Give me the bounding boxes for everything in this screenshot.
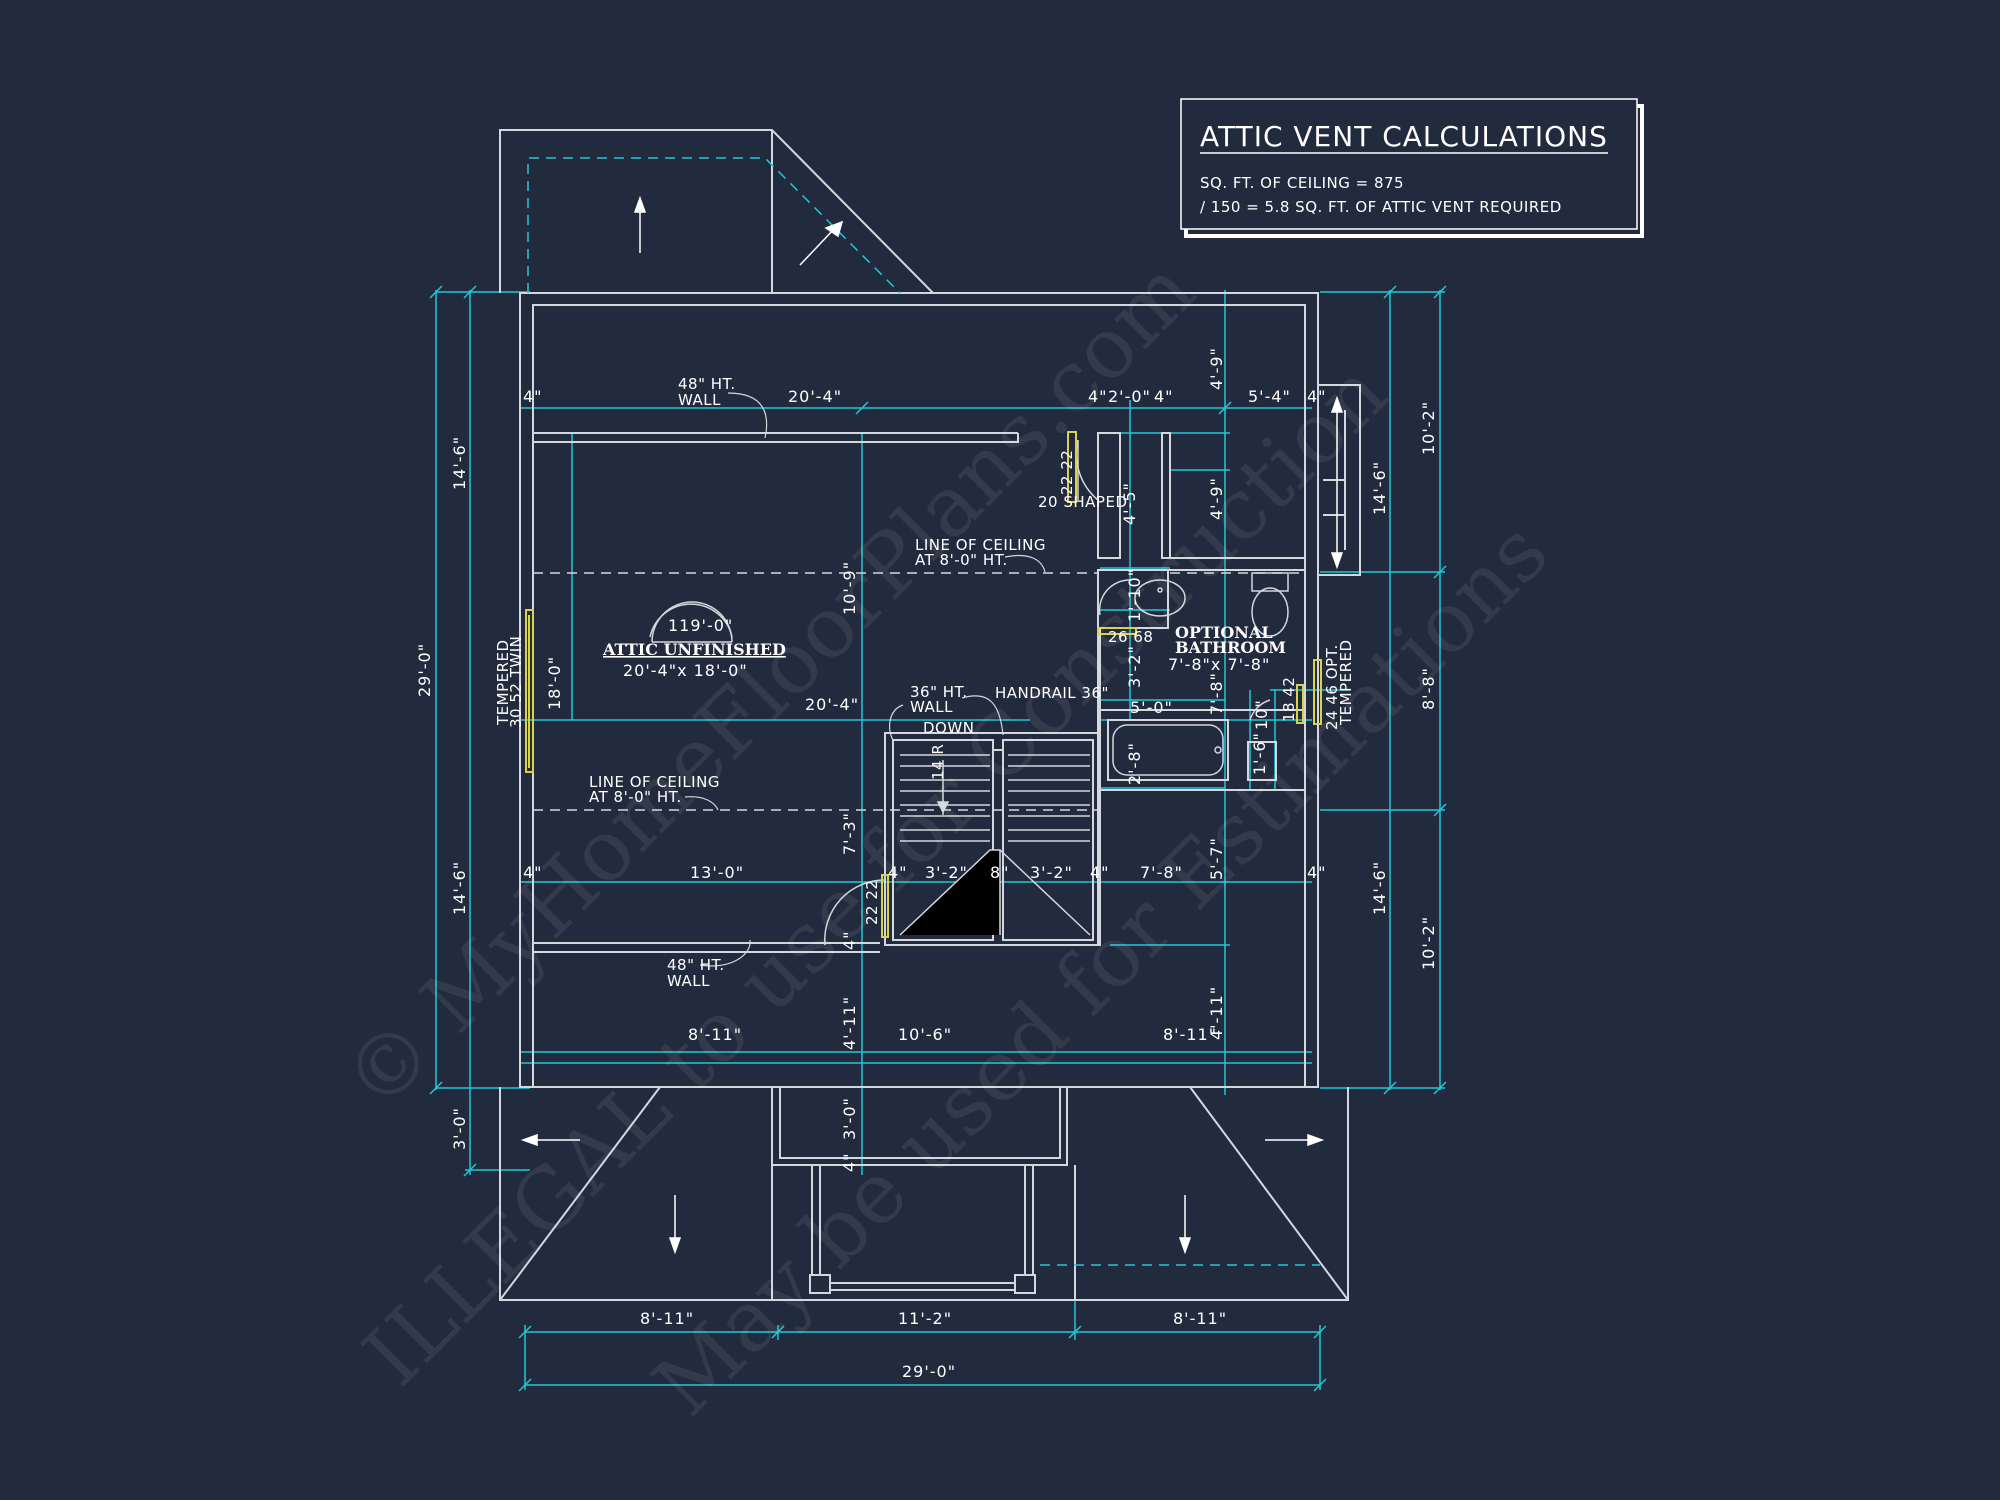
- dim-attic-7-3: 7'-3": [840, 812, 859, 855]
- dim-low-8-11a: 8'-11": [688, 1025, 742, 1044]
- vent-box-title: ATTIC VENT CALCULATIONS: [1200, 120, 1608, 153]
- dim-bot-29-0: 29'-0": [902, 1362, 956, 1381]
- dashed-lines: [533, 572, 1305, 811]
- note-window-right-1: 24 46 OPT.: [1323, 644, 1341, 730]
- bath-room-name-1: OPTIONAL: [1175, 623, 1273, 642]
- dim-vanity-10: 10": [1252, 699, 1271, 730]
- dim-left-14-6b: 14'-6": [450, 861, 469, 915]
- dim-tub-2-8: 2'-8": [1125, 742, 1144, 785]
- dim-row-4c: 4": [1090, 863, 1110, 882]
- dim-row-4d: 4": [1307, 863, 1327, 882]
- vent-box-line-1: SQ. FT. OF CEILING = 875: [1200, 174, 1404, 192]
- dim-bot-8-11a: 8'-11": [640, 1309, 694, 1328]
- vent-calculation-box: ATTIC VENT CALCULATIONS SQ. FT. OF CEILI…: [1180, 98, 1644, 238]
- dim-right-14-6b: 14'-6": [1370, 861, 1389, 915]
- dimension-labels: 20'-4" 20'-4" 4" 4" 2'-0" 4" 5'-4" 4" 4'…: [415, 347, 1438, 1381]
- dim-right-8-8: 8'-8": [1419, 667, 1438, 710]
- dim-left-3-0: 3'-0": [450, 1107, 469, 1150]
- dim-attic-18-0: 18'-0": [545, 656, 564, 710]
- dim-porch-3-0: 3'-0": [840, 1097, 859, 1140]
- attic-arc-label: 119'-0": [668, 616, 733, 635]
- dim-right-10-2a: 10'-2": [1419, 401, 1438, 455]
- bath-fixtures: [1112, 572, 1289, 776]
- note-door-2222-top: 22 22: [1058, 450, 1076, 495]
- note-window-left-2: 30 52 TWIN: [507, 636, 525, 728]
- note-door-shaped: 20 SHAPED: [1038, 493, 1128, 511]
- dim-bot-8-11b: 8'-11": [1173, 1309, 1227, 1328]
- note-48-wall-top-2: WALL: [678, 391, 721, 409]
- dim-left-29-0: 29'-0": [415, 643, 434, 697]
- note-window-left-1: TEMPERED: [494, 639, 512, 726]
- dim-mid-20-4: 20'-4": [805, 695, 859, 714]
- dim-row-8: 8": [990, 863, 1010, 882]
- note-handrail: HANDRAIL 36": [995, 684, 1109, 702]
- leaders: [684, 392, 1046, 967]
- room-labels: 119'-0" ATTIC UNFINISHED 20'-4"x 18'-0" …: [602, 603, 1286, 680]
- dim-stair-4: 4": [840, 930, 859, 950]
- dim-low-8-11b: 8'-11": [1163, 1025, 1217, 1044]
- dim-bot-11-2: 11'-2": [898, 1309, 952, 1328]
- note-ceiling-top-1: LINE OF CEILING: [915, 536, 1046, 554]
- dim-low-10-6: 10'-6": [898, 1025, 952, 1044]
- note-ceiling-bot-1: LINE OF CEILING: [589, 773, 720, 791]
- note-48-wall-bot-2: WALL: [667, 972, 710, 990]
- dim-col-3-2: 3'-2": [1125, 645, 1144, 688]
- dim-bath-5-0: 5'-0": [1130, 698, 1173, 717]
- note-door-2668: 26 68: [1108, 628, 1153, 646]
- dimension-ticks: [429, 285, 1447, 1392]
- dim-vanity-1-6: 1'-6": [1250, 732, 1269, 775]
- dim-right-14-6a: 14'-6": [1370, 461, 1389, 515]
- dim-bath-4-9a: 4'-9": [1207, 347, 1226, 390]
- note-48-wall-bot-1: 48" HT.: [667, 956, 725, 974]
- note-36-wall-2: WALL: [910, 698, 953, 716]
- dim-5-7: 5'-7": [1207, 837, 1226, 880]
- dim-low-4-11a: 4'-11": [840, 996, 859, 1050]
- dim-col-4-5: 4'-5": [1120, 482, 1139, 525]
- dim-row-7-8: 7'-8": [1140, 863, 1183, 882]
- dim-attic-10-9: 10'-9": [840, 561, 859, 615]
- dim-low-4-11b: 4'-11": [1207, 986, 1226, 1040]
- dim-left-14-6a: 14'-6": [450, 436, 469, 490]
- note-ceiling-bot-2: AT 8'-0" HT.: [589, 788, 682, 806]
- bath-room-size: 7'-8"x 7'-8": [1168, 655, 1270, 674]
- note-ceiling-top-2: AT 8'-0" HT.: [915, 551, 1008, 569]
- dim-row-3-2a: 3'-2": [925, 863, 968, 882]
- note-36-wall-1: 36" HT.: [910, 683, 968, 701]
- slope-arrows: [520, 195, 1344, 1255]
- note-48-wall-top-1: 48" HT.: [678, 375, 736, 393]
- stair-treads: [899, 754, 1091, 936]
- note-stair-down: DOWN: [923, 719, 974, 737]
- vent-box-line-2: / 150 = 5.8 SQ. FT. OF ATTIC VENT REQUIR…: [1200, 198, 1562, 216]
- dim-bath-4-9b: 4'-9": [1207, 477, 1226, 520]
- dim-top-20-4: 20'-4": [788, 387, 842, 406]
- bath-room-name-2: BATHROOM: [1175, 638, 1286, 657]
- dim-top-4d: 4": [1307, 387, 1327, 406]
- dim-top-5-4: 5'-4": [1248, 387, 1291, 406]
- dim-top-4b: 4": [1088, 387, 1108, 406]
- dim-top-4a: 4": [523, 387, 543, 406]
- note-window-right-2: TEMPERED: [1337, 639, 1355, 726]
- dim-col-7-8: 7'-8": [1207, 672, 1226, 715]
- dim-top-2-0: 2'-0": [1108, 387, 1151, 406]
- attic-room-name: ATTIC UNFINISHED: [602, 640, 786, 659]
- windows: [525, 431, 1322, 938]
- attic-room-size: 20'-4"x 18'-0": [623, 661, 748, 680]
- watermark: © MyHomeFloorPlans.com ILLEGAL to use fo…: [325, 241, 1567, 1434]
- dim-top-4c: 4": [1154, 387, 1174, 406]
- dim-row-4a: 4": [523, 863, 543, 882]
- dim-row-4b: 4": [888, 863, 908, 882]
- notes: 48" HT. WALL 48" HT. WALL LINE OF CEILIN…: [494, 375, 1355, 990]
- dim-row-13-0: 13'-0": [690, 863, 744, 882]
- dim-closet-4: 4": [840, 1152, 859, 1172]
- note-risers: 14 R: [929, 744, 947, 780]
- walls: [499, 129, 1361, 1301]
- note-door-2222-left: 22 22: [863, 880, 881, 925]
- dim-col-1-10: 1'-10": [1125, 568, 1144, 622]
- note-door-18: 18 42: [1280, 677, 1298, 722]
- dim-right-10-2b: 10'-2": [1419, 916, 1438, 970]
- dim-row-3-2b: 3'-2": [1030, 863, 1073, 882]
